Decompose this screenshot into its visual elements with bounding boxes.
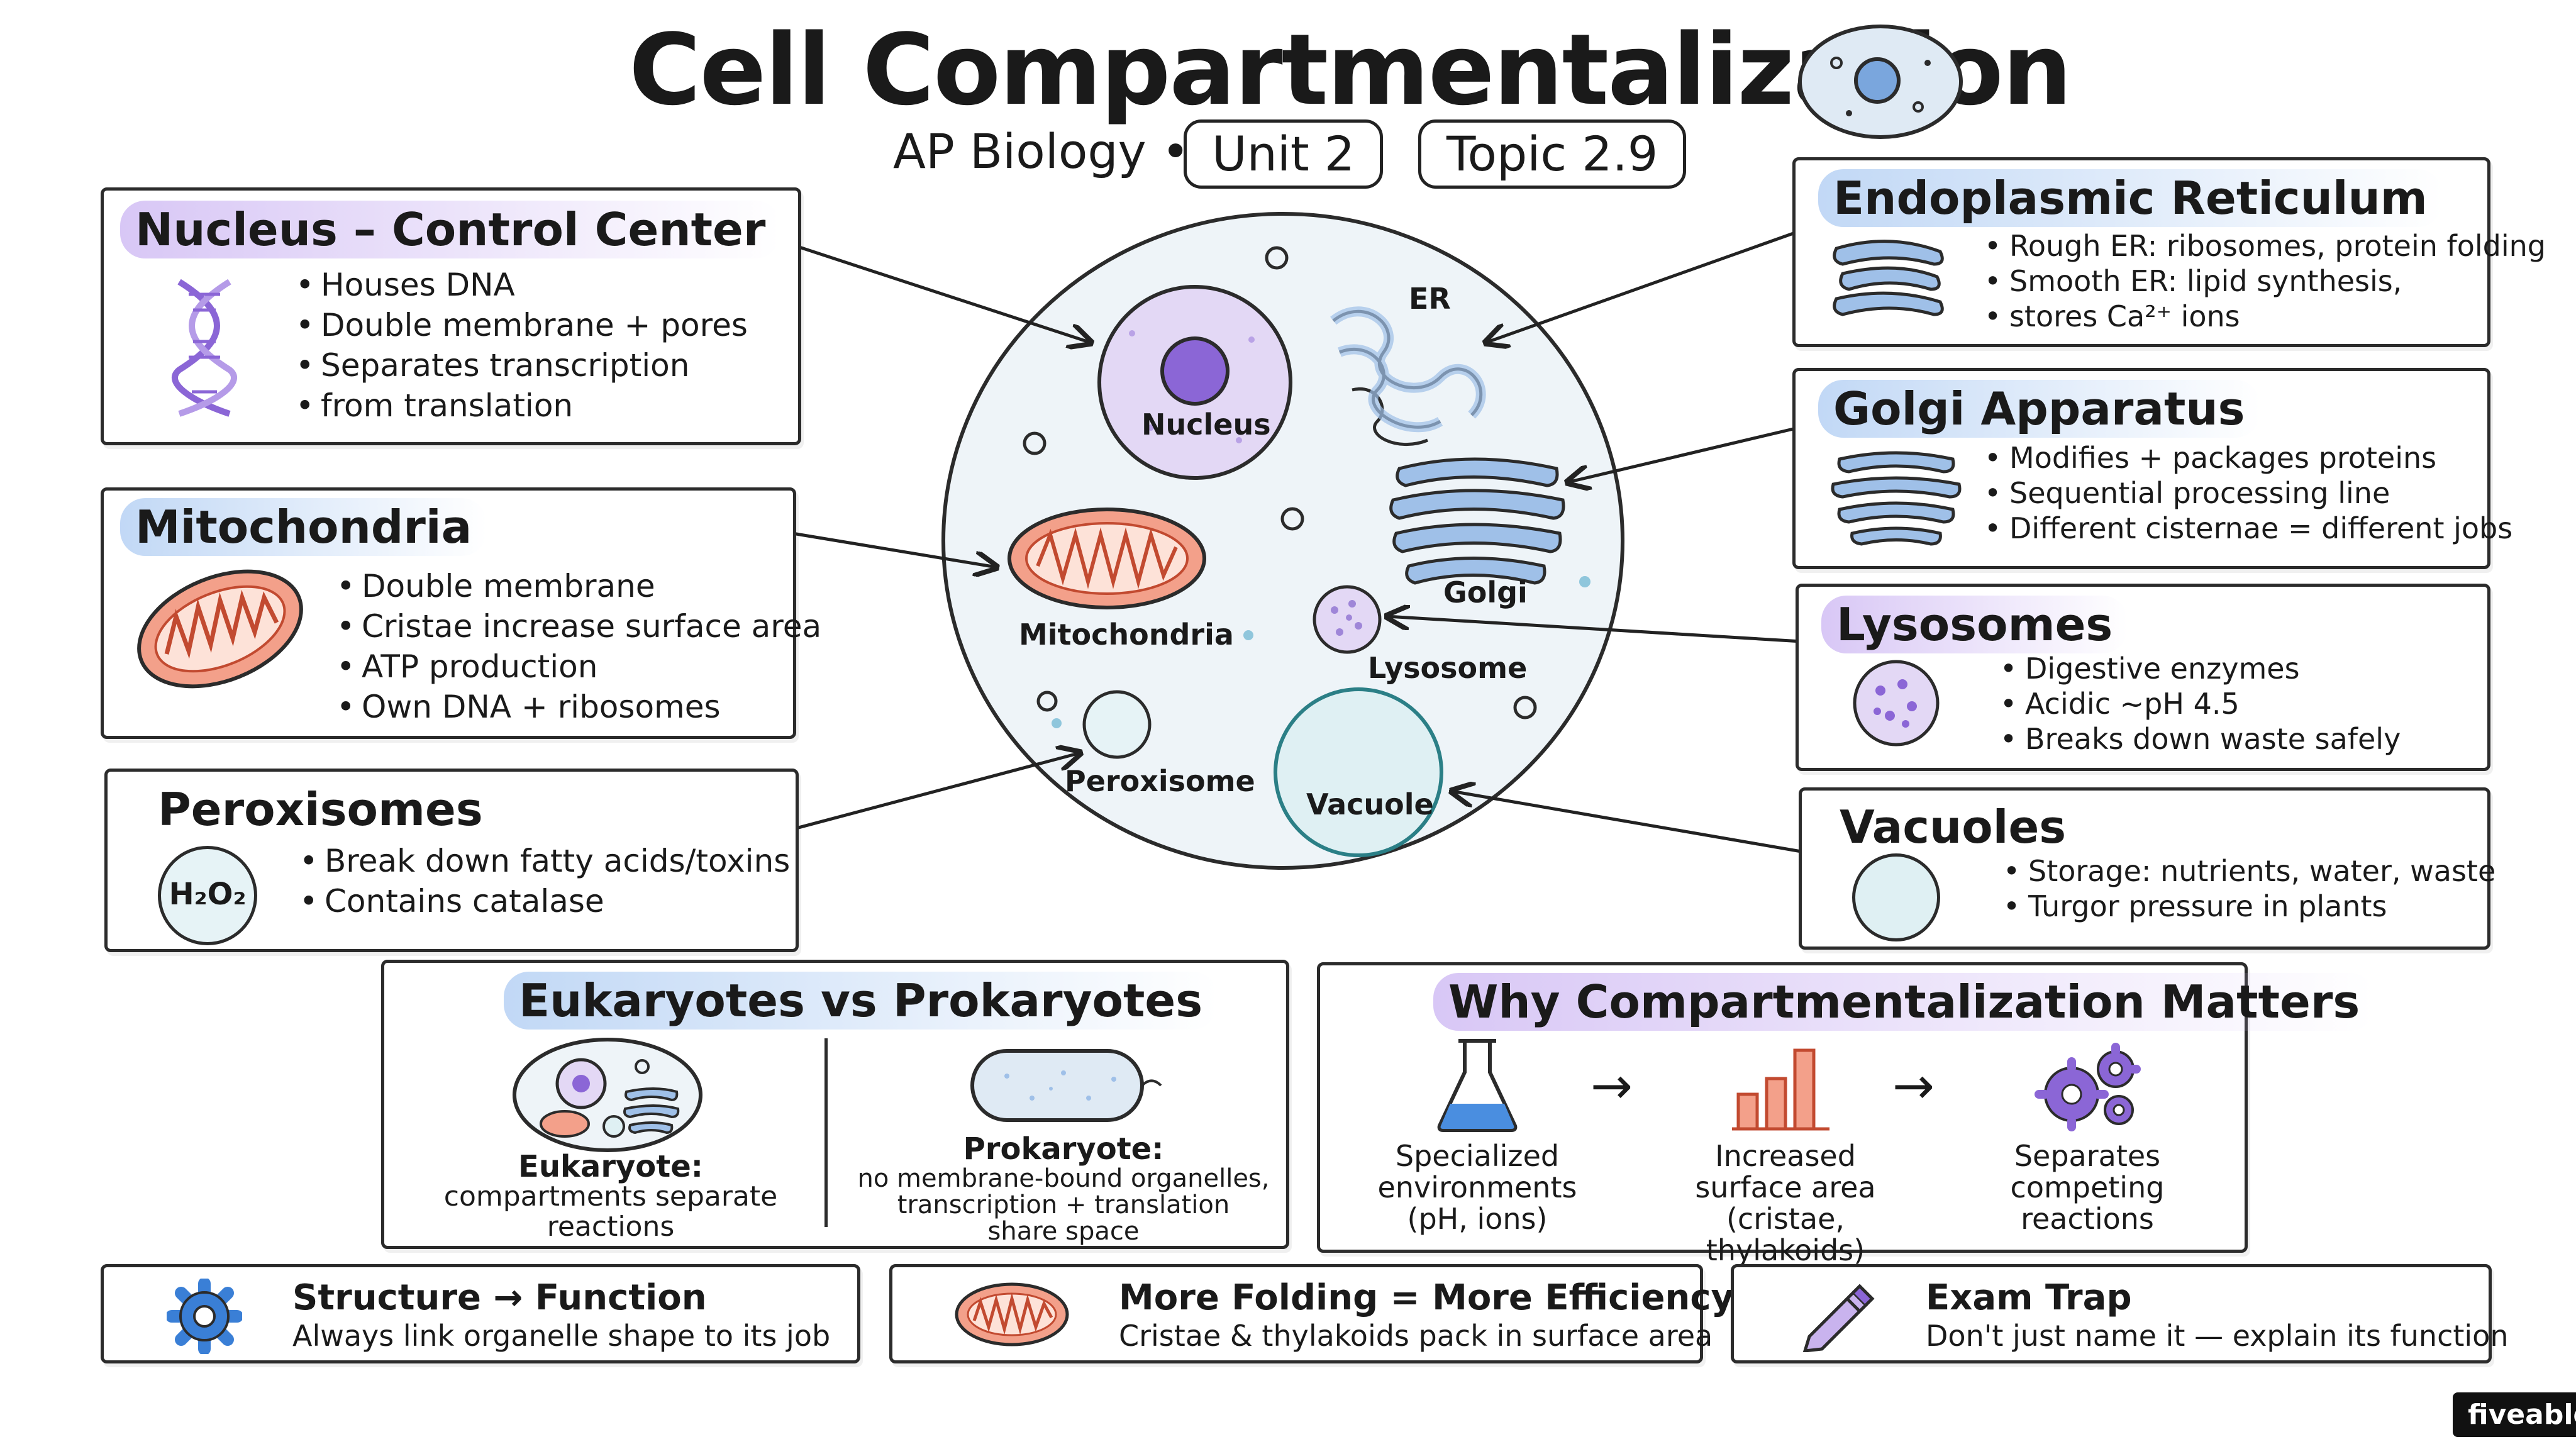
list-item: Break down fatty acids/toxins [299, 841, 790, 881]
list-item: Double membrane + pores [296, 305, 748, 345]
mitochondria-icon [137, 569, 303, 689]
pencil-icon [1802, 1284, 1875, 1352]
topic-pill: Topic 2.9 [1418, 119, 1687, 189]
list-item: Sequential processing line [1984, 475, 2512, 511]
eukaryote-label: Eukaryote: compartments separate reactio… [443, 1149, 778, 1243]
peroxisome-organelle [1082, 690, 1152, 759]
perox-box-list: Break down fatty acids/toxins Contains c… [299, 841, 790, 921]
footer-desc: Don't just name it — explain its functio… [1926, 1319, 2509, 1353]
er-box: Endoplasmic Reticulum Rough ER: ribosome… [1792, 157, 2546, 347]
lysosome-label: Lysosome [1368, 651, 1528, 685]
bar-chart-icon [1732, 1048, 1829, 1131]
peroxisomes-box: Peroxisomes H₂O₂ Break down fatty acids/… [104, 769, 799, 952]
prokaryote-label: Prokaryote: no membrane-bound organelles… [857, 1131, 1270, 1246]
footer-card-folding: More Folding = More Efficiency Cristae &… [889, 1264, 1734, 1363]
golgi-organelle [1389, 457, 1565, 585]
golgi-box: Golgi Apparatus Modifies + packages prot… [1792, 368, 2512, 569]
nucleus-box: Nucleus – Control Center Houses DNA Doub… [101, 187, 801, 445]
footer-title: More Folding = More Efficiency [1119, 1277, 1735, 1318]
list-item: Modifies + packages proteins [1984, 440, 2512, 475]
perox-box-title: Peroxisomes [158, 783, 483, 836]
list-item: Own DNA + ribosomes [336, 687, 821, 727]
footer-card-structure: Structure → Function Always link organel… [101, 1264, 860, 1363]
list-item: Different cisternae = different jobs [1984, 511, 2512, 546]
lysosome-icon [1853, 660, 1940, 747]
euk-pro-box: Eukaryotes vs Prokaryotes Eukaryote: com… [381, 960, 1289, 1249]
prokaryote-icon [970, 1049, 1162, 1122]
vacuole-organelle [1274, 687, 1443, 857]
lysosome-organelle [1313, 585, 1382, 654]
list-item: Rough ER: ribosomes, protein folding [1984, 228, 2546, 264]
why-step-2: Increased surface area (cristae, thylako… [1695, 1139, 1876, 1267]
mitochondria-label: Mitochondria [1019, 618, 1234, 652]
footer-desc: Cristae & thylakoids pack in surface are… [1119, 1319, 1713, 1353]
mito-box-title: Mitochondria [120, 498, 487, 556]
flask-icon [1437, 1039, 1518, 1132]
list-item: Digestive enzymes [2000, 651, 2401, 686]
golgi-label: Golgi [1443, 575, 1528, 609]
h2o2-icon: H₂O₂ [158, 846, 257, 945]
why-title: Why Compartmentalization Matters [1433, 973, 2375, 1031]
arrow-right-icon: → [1591, 1057, 1633, 1115]
lyso-box-title: Lysosomes [1821, 596, 2128, 653]
list-item: Acidic ~pH 4.5 [2000, 686, 2401, 721]
vac-box-list: Storage: nutrients, water, waste Turgor … [2003, 853, 2496, 924]
subtitle: AP Biology • [893, 123, 1190, 179]
list-item: ATP production [336, 647, 821, 687]
why-box: Why Compartmentalization Matters Special… [1317, 962, 2375, 1266]
dna-icon [172, 279, 237, 417]
er-label: ER [1409, 282, 1451, 316]
er-icon [1833, 240, 1944, 316]
list-item: Cristae increase surface area [336, 606, 821, 647]
cell-title-icon [1798, 25, 1963, 139]
why-step-1: Specialized environments (pH, ions) [1377, 1139, 1577, 1236]
footer-card-exam: Exam Trap Don't just name it — explain i… [1731, 1264, 2508, 1363]
list-item: Separates transcription [296, 345, 748, 386]
footer-title: Exam Trap [1926, 1277, 2132, 1318]
euk-pro-title: Eukaryotes vs Prokaryotes [504, 972, 1218, 1030]
list-item: from translation [296, 386, 748, 426]
nucleus-box-list: Houses DNA Double membrane + pores Separ… [296, 265, 748, 426]
mito-box-list: Double membrane Cristae increase surface… [336, 566, 821, 727]
mitochondria-organelle [1008, 508, 1206, 609]
gear-icon [167, 1279, 242, 1354]
brand-logo: fiveable [2453, 1392, 2576, 1437]
euk-pro-divider [824, 1038, 828, 1227]
unit-pill: Unit 2 [1184, 119, 1384, 189]
golgi-box-title: Golgi Apparatus [1818, 380, 2260, 438]
list-item: Storage: nutrients, water, waste [2003, 853, 2496, 889]
vacuoles-box: Vacuoles Storage: nutrients, water, wast… [1799, 787, 2496, 950]
nucleus-box-title: Nucleus – Control Center [120, 201, 781, 258]
peroxisome-label: Peroxisome [1065, 764, 1255, 798]
mitochondria-icon [955, 1282, 1069, 1346]
vacuole-label: Vacuole [1306, 787, 1434, 821]
vac-box-title: Vacuoles [1840, 801, 2067, 853]
golgi-icon [1831, 451, 1962, 546]
why-step-3: Separates competing reactions [2010, 1139, 2165, 1236]
arrow-right-icon: → [1892, 1057, 1935, 1115]
golgi-box-list: Modifies + packages proteins Sequential … [1984, 440, 2512, 546]
list-item: Contains catalase [299, 881, 790, 921]
er-organelle-fill [1330, 306, 1486, 433]
eukaryote-icon [513, 1038, 702, 1152]
lysosomes-box: Lysosomes Digestive enzymes Acidic ~pH 4… [1796, 584, 2490, 771]
list-item: Houses DNA [296, 265, 748, 305]
gears-icon [2035, 1043, 2141, 1131]
vacuole-icon [1852, 853, 1940, 941]
nucleus-label: Nucleus [1141, 408, 1271, 441]
list-item: Smooth ER: lipid synthesis, [1984, 264, 2546, 299]
mitochondria-box: Mitochondria Double membrane Cristae inc… [101, 487, 821, 739]
list-item: Double membrane [336, 566, 821, 606]
footer-desc: Always link organelle shape to its job [292, 1319, 831, 1353]
list-item: Turgor pressure in plants [2003, 889, 2496, 924]
nucleus-organelle [1097, 285, 1292, 480]
er-box-list: Rough ER: ribosomes, protein folding Smo… [1984, 228, 2546, 334]
footer-title: Structure → Function [292, 1277, 707, 1318]
list-item: Breaks down waste safely [2000, 721, 2401, 757]
list-item: stores Ca²⁺ ions [1984, 299, 2546, 334]
er-box-title: Endoplasmic Reticulum [1818, 169, 2443, 227]
lyso-box-list: Digestive enzymes Acidic ~pH 4.5 Breaks … [2000, 651, 2401, 757]
